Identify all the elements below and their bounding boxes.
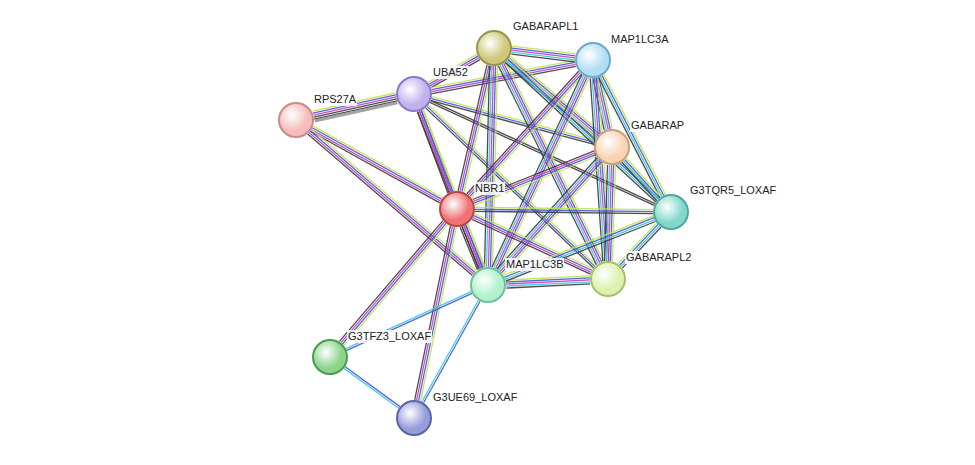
interaction-edge — [415, 226, 457, 401]
interaction-edge — [506, 276, 590, 288]
protein-node — [439, 191, 475, 227]
interaction-edge — [473, 151, 597, 205]
evidence-line — [339, 221, 443, 342]
evidence-line — [346, 292, 471, 349]
interaction-edge — [511, 46, 575, 62]
evidence-line — [499, 159, 599, 270]
evidence-line — [492, 75, 582, 267]
node-label: UBA52 — [432, 66, 469, 79]
evidence-line — [512, 46, 575, 54]
protein-node — [575, 42, 611, 78]
evidence-line — [458, 65, 487, 191]
protein-node — [476, 30, 512, 66]
evidence-line — [506, 284, 590, 288]
evidence-line — [504, 216, 654, 276]
evidence-line — [474, 216, 592, 271]
evidence-line — [427, 106, 595, 266]
evidence-line — [415, 226, 451, 400]
interaction-edge — [422, 300, 480, 403]
interaction-edge — [344, 367, 400, 408]
evidence-line — [485, 66, 490, 267]
evidence-line — [462, 226, 479, 269]
evidence-line — [504, 218, 654, 278]
evidence-line — [622, 162, 657, 200]
evidence-line — [473, 153, 595, 202]
protein-node — [594, 129, 630, 165]
evidence-line — [310, 131, 475, 273]
interaction-edge — [622, 158, 661, 200]
protein-node — [312, 339, 348, 375]
node-label: RPS27A — [313, 93, 357, 106]
evidence-line — [428, 54, 477, 82]
interaction-edge — [346, 292, 472, 351]
evidence-line — [626, 158, 661, 196]
evidence-line — [341, 222, 445, 343]
evidence-line — [344, 368, 399, 408]
evidence-line — [460, 65, 489, 191]
evidence-line — [460, 227, 477, 270]
protein-node — [653, 194, 689, 230]
interaction-edge — [313, 93, 398, 121]
protein-node — [278, 102, 314, 138]
evidence-line — [499, 78, 589, 270]
evidence-line — [511, 54, 574, 62]
node-label: MAP1LC3A — [610, 33, 669, 46]
protein-node — [470, 267, 506, 303]
node-label: NBR1 — [474, 182, 505, 195]
evidence-line — [506, 62, 604, 261]
node-label: GABARAP — [630, 119, 685, 132]
evidence-line — [432, 66, 576, 93]
interaction-edge — [472, 214, 593, 274]
node-label: GABARAPL1 — [512, 20, 579, 33]
evidence-line — [625, 160, 660, 198]
node-label: G3UE69_LOXAF — [432, 391, 518, 404]
node-label: G3TQR5_LOXAF — [689, 184, 777, 197]
evidence-line — [464, 226, 481, 269]
evidence-line — [475, 211, 653, 213]
evidence-line — [494, 76, 584, 268]
node-label: G3TFZ3_LOXAF — [347, 330, 432, 343]
protein-node — [590, 261, 626, 297]
evidence-line — [472, 219, 590, 274]
evidence-line — [424, 301, 481, 403]
node-label: GABARAPL2 — [625, 251, 692, 264]
interaction-edge — [310, 126, 442, 203]
interaction-edge — [460, 224, 485, 270]
evidence-line — [623, 161, 658, 199]
evidence-line — [422, 300, 479, 402]
evidence-line — [473, 218, 591, 273]
evidence-line — [503, 163, 603, 274]
interaction-edge — [475, 207, 653, 213]
protein-node — [396, 400, 432, 436]
evidence-line — [504, 63, 602, 262]
node-label: MAP1LC3B — [505, 258, 564, 271]
evidence-line — [345, 367, 400, 407]
evidence-line — [347, 293, 472, 350]
evidence-line — [512, 52, 575, 60]
protein-node — [396, 76, 432, 112]
